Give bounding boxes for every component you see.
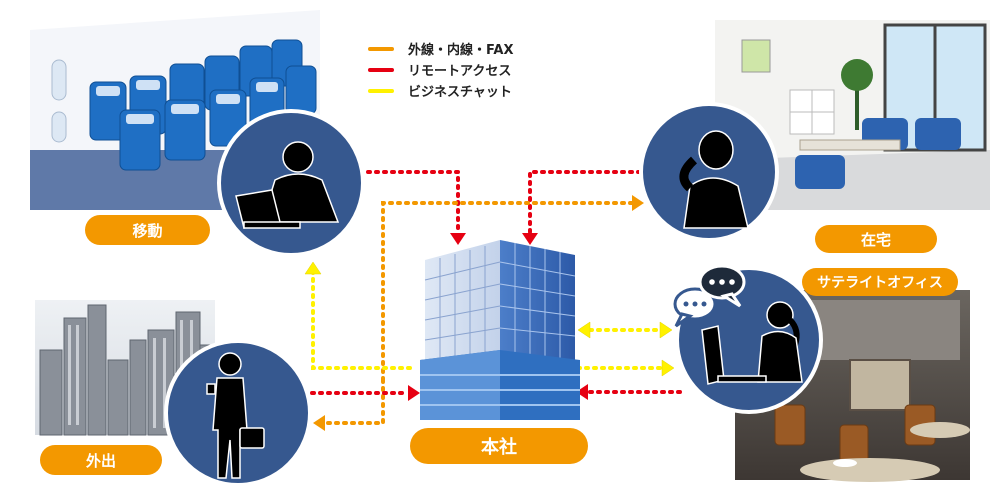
arrow-orange-left-outside [313, 415, 325, 431]
mobile-worker-circle [217, 109, 365, 257]
red-line-mobile-hq [366, 170, 460, 235]
legend: 外線・内線・FAX リモートアクセス ビジネスチャット [368, 38, 513, 101]
arrow-red-down-2 [522, 233, 538, 245]
arrowheads [304, 195, 675, 431]
yellow-line-outside-mobile [311, 270, 412, 370]
arrow-red-right-hq [408, 385, 420, 401]
legend-swatch-yellow [368, 88, 394, 93]
red-line-home-hq [528, 170, 642, 235]
orange-line-hq-home [381, 201, 634, 382]
connection-lines [310, 170, 682, 425]
location-label-outside: 外出 [40, 445, 162, 475]
legend-label: リモートアクセス [408, 64, 512, 79]
arrow-orange-right-home [632, 195, 644, 211]
location-label-home: 在宅 [815, 225, 937, 253]
arrow-red-down-1 [450, 233, 466, 245]
home-worker-circle [639, 102, 779, 242]
man-laptop-icon [235, 141, 340, 229]
location-label-mobile: 移動 [85, 215, 210, 245]
arrow-yellow-right-sat-2 [661, 359, 675, 377]
location-label-hq: 本社 [410, 428, 588, 464]
legend-item-remote: リモートアクセス [368, 59, 513, 80]
headquarters-building-icon [420, 240, 580, 420]
woman-computer-icon [701, 301, 803, 385]
legend-item-phone: 外線・内線・FAX [368, 38, 513, 59]
living-room-illustration [715, 20, 990, 210]
legend-swatch-red [368, 67, 394, 72]
arrow-red-left-hq [576, 384, 588, 400]
chat-bubbles-icon [673, 264, 746, 328]
location-label-satellite: サテライトオフィス [802, 268, 958, 296]
arrow-yellow-left-hq [577, 321, 591, 339]
businessman-briefcase-icon [206, 352, 265, 479]
outside-worker-circle [164, 339, 312, 487]
legend-item-chat: ビジネスチャット [368, 80, 513, 101]
legend-label: ビジネスチャット [408, 85, 512, 100]
legend-swatch-orange [368, 46, 394, 51]
arrow-yellow-right-sat-1 [659, 321, 673, 339]
legend-label: 外線・内線・FAX [408, 43, 514, 58]
orange-line-hq-outside [323, 378, 385, 425]
arrow-yellow-up-mobile [304, 261, 322, 275]
person-phone-icon [679, 130, 749, 229]
